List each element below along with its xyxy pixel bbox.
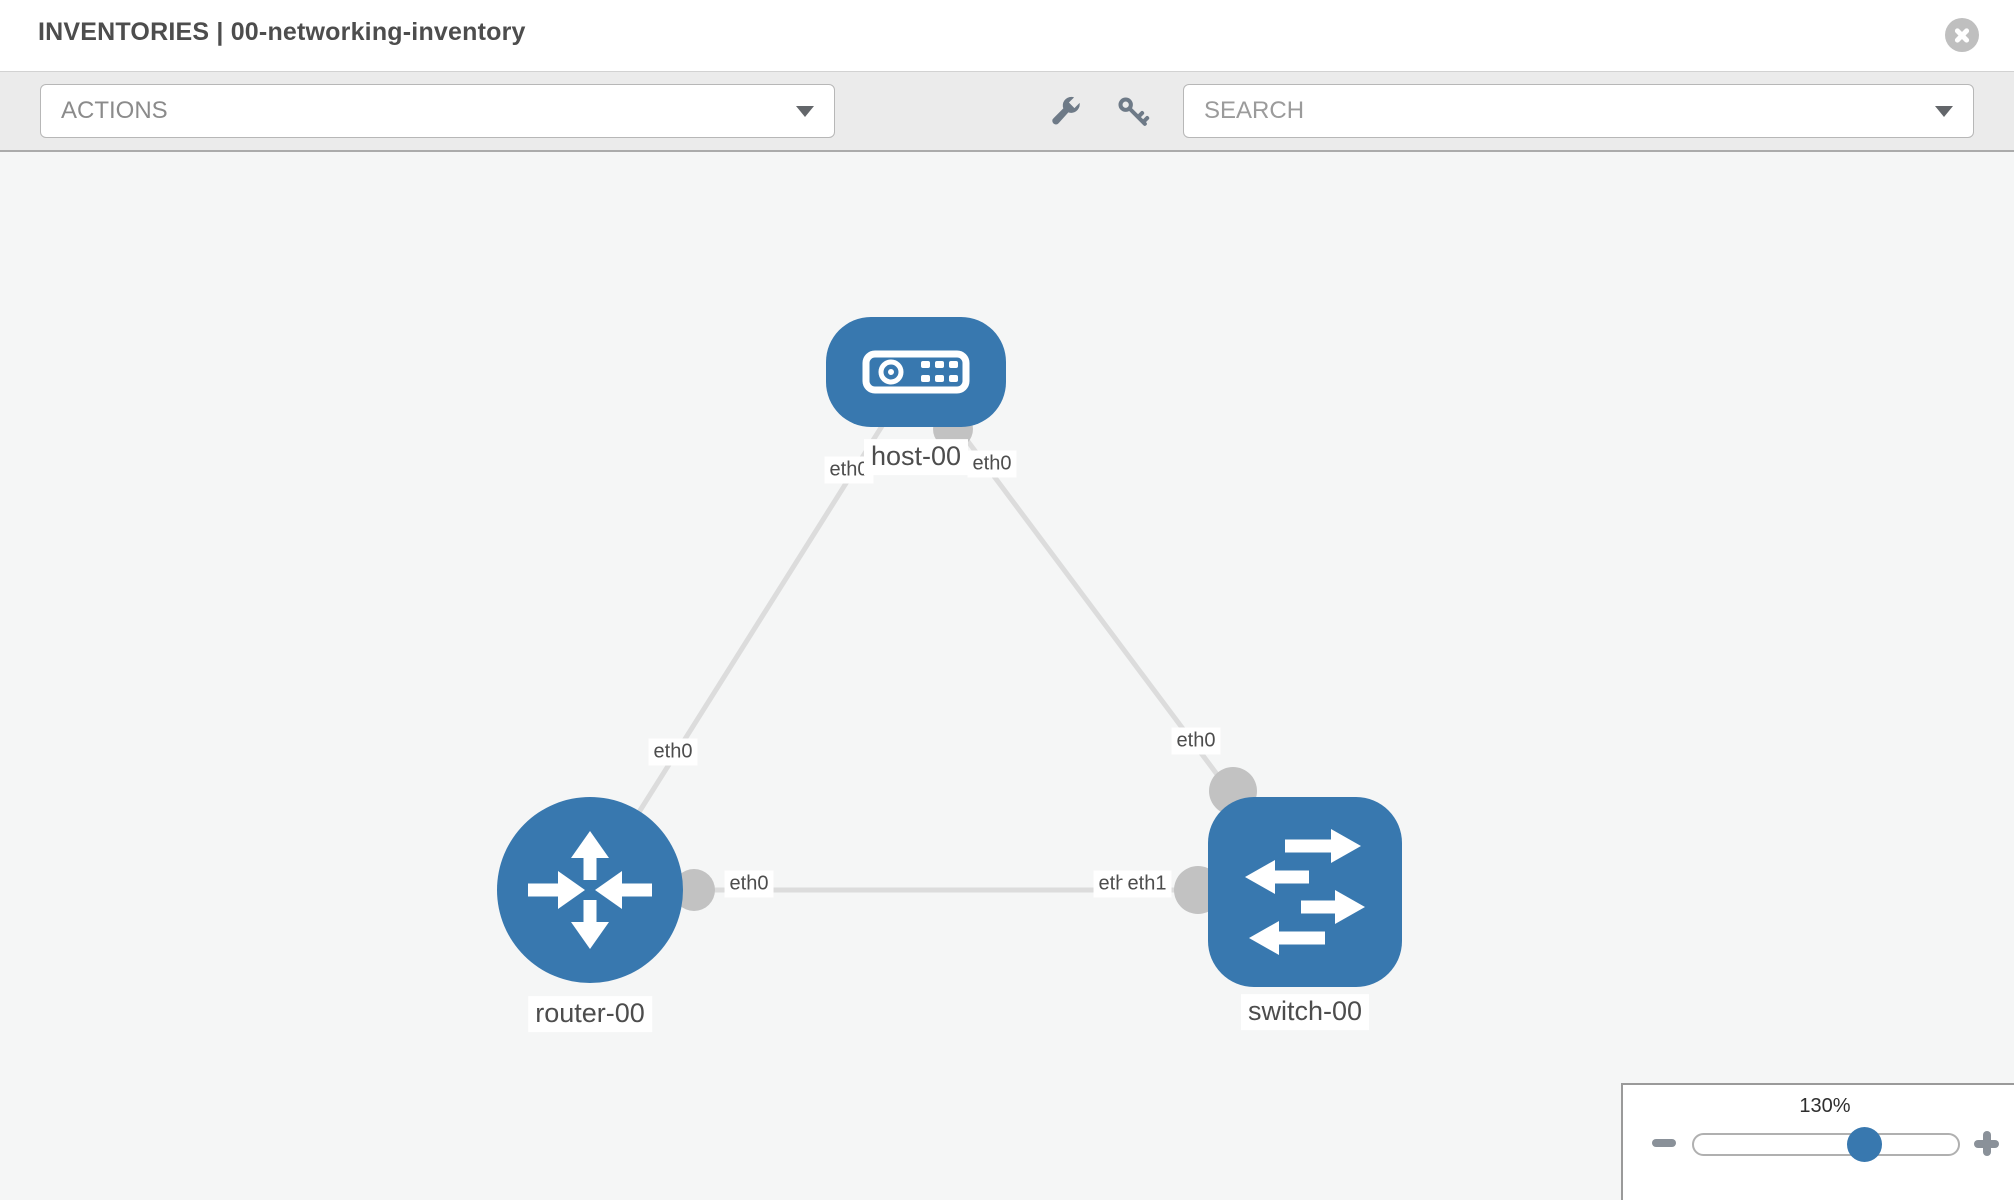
- close-icon[interactable]: [1945, 18, 1979, 52]
- node-switch[interactable]: [1208, 797, 1402, 987]
- zoom-slider-thumb[interactable]: [1847, 1127, 1882, 1162]
- topology-canvas[interactable]: eth0 eth0 eth0 eth0 eth0 eth0 eth1 host-…: [0, 152, 2014, 1200]
- node-label-router: router-00: [528, 996, 652, 1032]
- actions-dropdown[interactable]: ACTIONS: [40, 84, 835, 138]
- search-box[interactable]: [1183, 84, 1974, 138]
- router-icon: [528, 831, 652, 949]
- interface-label: eth0: [648, 738, 698, 766]
- switch-icon: [1245, 829, 1365, 955]
- node-host[interactable]: [826, 317, 1006, 427]
- interface-label: eth0: [1171, 727, 1221, 755]
- key-icon[interactable]: [1115, 94, 1151, 130]
- actions-dropdown-label: ACTIONS: [61, 97, 168, 124]
- search-input[interactable]: [1204, 97, 1923, 125]
- interface-label: eth0: [967, 450, 1017, 478]
- chevron-down-icon: [796, 105, 814, 117]
- minus-icon[interactable]: [1652, 1139, 1676, 1147]
- node-label-host: host-00: [863, 439, 969, 475]
- header: INVENTORIES | 00-networking-inventory: [0, 0, 2014, 71]
- page-title: INVENTORIES | 00-networking-inventory: [38, 18, 526, 46]
- toolbar: ACTIONS: [0, 71, 2014, 152]
- zoom-slider-track[interactable]: [1692, 1133, 1960, 1156]
- topology-svg: [497, 317, 1402, 987]
- interface-label: eth0: [724, 870, 774, 898]
- interface-label: eth1: [1122, 870, 1172, 898]
- zoom-panel: 130%: [1621, 1083, 2014, 1200]
- chevron-down-icon: [1935, 105, 1953, 117]
- host-icon: [862, 350, 970, 394]
- port-router-eth0[interactable]: [673, 869, 715, 911]
- node-router[interactable]: [497, 797, 683, 983]
- node-label-switch: switch-00: [1240, 994, 1370, 1030]
- zoom-level: 130%: [1799, 1095, 1851, 1117]
- wrench-icon[interactable]: [1048, 94, 1084, 130]
- plus-icon[interactable]: [1974, 1131, 1999, 1156]
- ports: [673, 409, 1257, 914]
